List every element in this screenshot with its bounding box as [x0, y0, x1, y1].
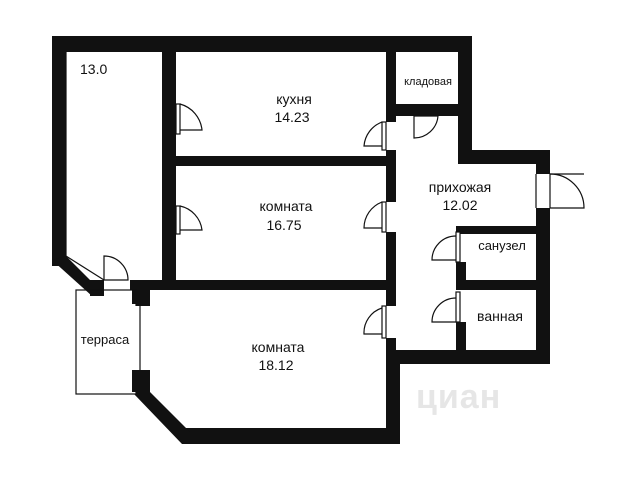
wall-rooms-right-mid	[386, 150, 396, 202]
door-toilet-arc	[431, 235, 457, 261]
wall-rooms-right-mid2	[386, 232, 396, 306]
wall-wc-top	[456, 226, 550, 234]
wall-right-top	[458, 36, 472, 118]
wall-top	[52, 36, 472, 52]
loggia-inner-line	[65, 52, 105, 281]
wall-wc-left	[456, 262, 466, 290]
wall-bath-bottom	[398, 350, 550, 364]
door-kitchen-loggia-leaf	[175, 103, 181, 135]
door-pantry-arc	[413, 115, 439, 139]
door-entrance-arc	[549, 173, 585, 209]
door-bath-arc	[431, 297, 457, 323]
wall-left-loggia	[52, 36, 66, 266]
door-loggia-exit-arc	[103, 255, 129, 281]
wall-kitchen-room1	[170, 156, 390, 166]
wall-terrace-stub2	[132, 370, 148, 392]
wall-room2-diagonal	[134, 390, 190, 444]
wall-bottom	[182, 428, 400, 444]
pantry-name: кладовая	[404, 76, 452, 88]
wall-pantry-bottom	[386, 104, 466, 116]
kitchen-name: кухня	[276, 91, 312, 107]
door-room1-loggia-leaf	[175, 205, 181, 235]
wall-wc-left-top	[456, 226, 466, 232]
wall-terrace-stub	[132, 290, 148, 304]
terrace-name: терраса	[81, 332, 130, 347]
room1-area: 16.75	[266, 217, 301, 233]
wall-right-upper	[458, 150, 550, 164]
wall-connector	[458, 104, 472, 164]
wall-rooms-right-top	[386, 48, 396, 122]
door-kitchen-loggia-arc	[179, 103, 203, 131]
wall-bath-left	[456, 322, 466, 356]
wall-room1-room2	[170, 280, 390, 290]
wall-wc-bath	[456, 280, 550, 290]
entrance-opening	[535, 174, 551, 208]
wall-loggia-bottom	[90, 280, 104, 296]
door-room1-hall-leaf	[381, 201, 387, 233]
room2-area: 18.12	[258, 357, 293, 373]
walls	[52, 36, 550, 444]
door-kitchen-hall-leaf	[381, 121, 387, 151]
doors	[103, 103, 585, 370]
hallway-name: прихожая	[429, 179, 491, 195]
hallway-area: 12.02	[442, 197, 477, 213]
door-room2-leaf	[381, 305, 387, 339]
room2-name: комната	[252, 339, 305, 355]
door-room1-loggia-arc	[179, 205, 203, 231]
wall-room2-right	[386, 350, 400, 444]
door-bath-leaf	[455, 291, 461, 323]
door-toilet-leaf	[455, 231, 461, 263]
wall-loggia-stub	[130, 280, 150, 290]
door-room2-arc	[363, 307, 383, 335]
toilet-name: санузел	[478, 238, 526, 253]
wall-right-outer	[536, 150, 550, 174]
door-room1-hall-arc	[363, 201, 383, 229]
wall-rooms-right-low	[386, 338, 396, 358]
door-kitchen-hall-arc	[363, 121, 383, 147]
bathroom-name: ванная	[477, 308, 523, 324]
room1-name: комната	[260, 198, 313, 214]
wall-loggia-inner	[162, 48, 176, 280]
loggia-area: 13.0	[80, 61, 107, 77]
kitchen-area: 14.23	[274, 109, 309, 125]
watermark: циан	[416, 378, 501, 416]
